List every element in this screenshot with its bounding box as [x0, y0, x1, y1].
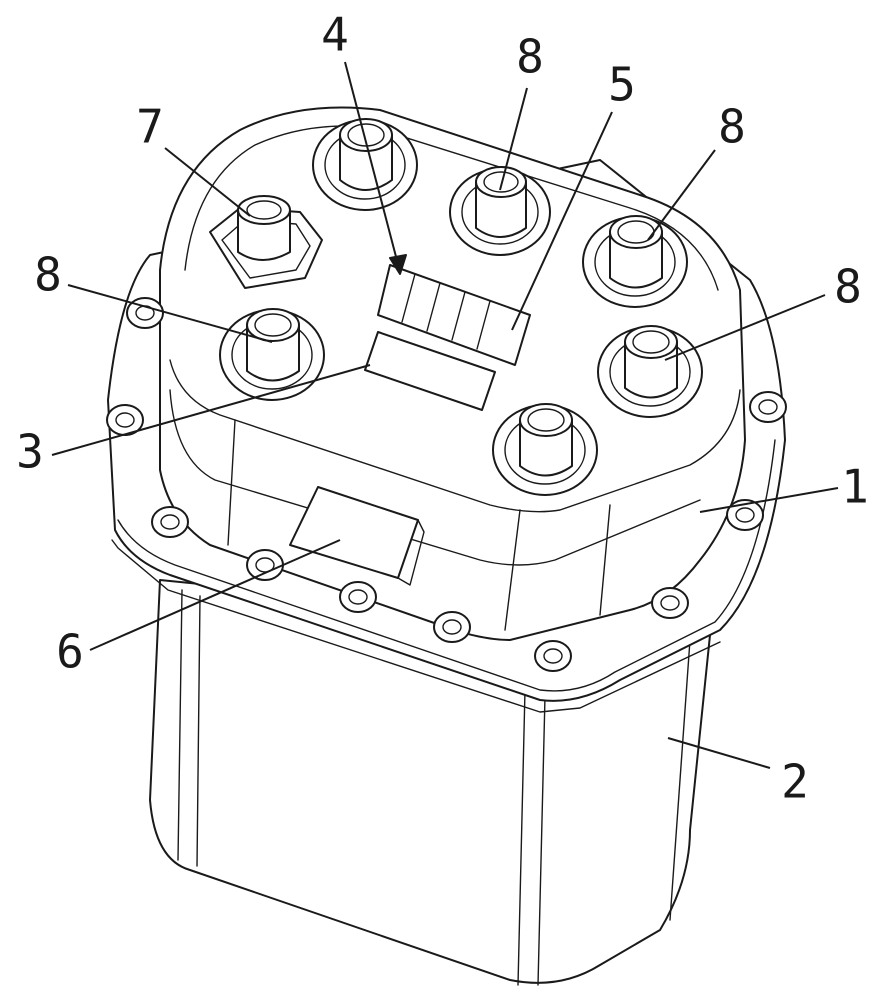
callout-8-right: 8 — [834, 260, 862, 314]
callout-2: 2 — [781, 755, 809, 809]
fitting-right-upper — [583, 216, 687, 307]
callout-8-upper-right: 8 — [718, 100, 746, 154]
callout-8-left: 8 — [34, 248, 62, 302]
callout-5: 5 — [608, 58, 636, 112]
fitting-top-left — [313, 119, 417, 210]
bolt — [434, 612, 470, 642]
callout-3: 3 — [16, 425, 44, 479]
callout-6: 6 — [56, 625, 84, 679]
callout-1: 1 — [841, 460, 869, 514]
bolt — [652, 588, 688, 618]
bolt — [152, 507, 188, 537]
bolt — [535, 641, 571, 671]
callout-7: 7 — [136, 100, 164, 154]
bolt — [750, 392, 786, 422]
fitting-right-lower — [598, 326, 702, 417]
bolt — [340, 582, 376, 612]
fitting-top-middle — [450, 167, 550, 255]
bolt — [247, 550, 283, 580]
fitting-bottom — [493, 404, 597, 495]
callout-4: 4 — [321, 8, 349, 62]
callout-8-top: 8 — [516, 30, 544, 84]
fitting-left — [220, 309, 324, 400]
